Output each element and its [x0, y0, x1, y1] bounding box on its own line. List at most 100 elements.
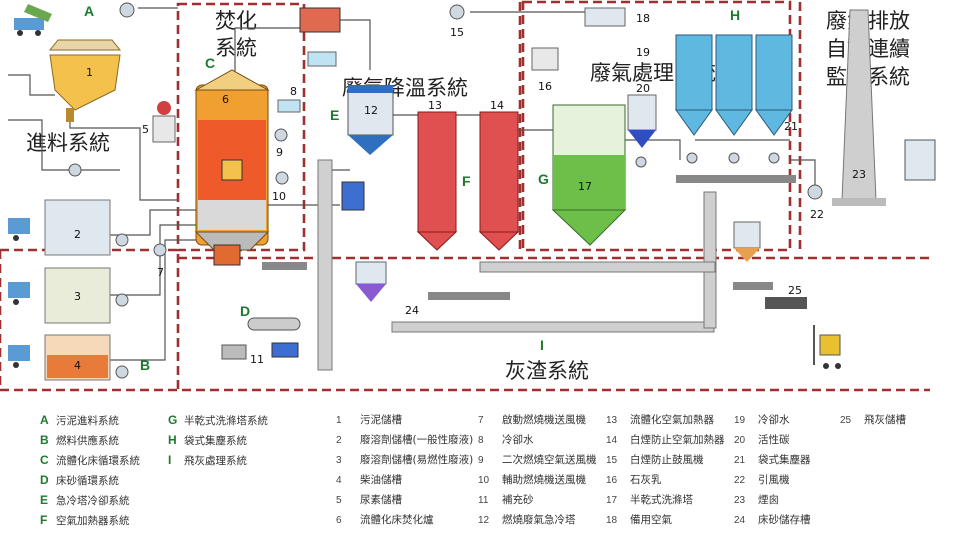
legend-label: 污泥儲槽	[360, 414, 402, 426]
num-25: 25	[788, 284, 802, 297]
section-letter-b: B	[140, 357, 150, 373]
num-18: 18	[636, 12, 650, 25]
legend-item: 23 煙囪	[734, 490, 811, 510]
section-letter-f: F	[462, 173, 471, 189]
legend-label: 補充砂	[502, 494, 534, 506]
zone-title-incineration-2: 系統	[215, 36, 257, 60]
num-12: 12	[364, 104, 378, 117]
stack-23	[832, 9, 886, 206]
legend-item: 20 活性碳	[734, 430, 811, 450]
diesel-truck-4	[8, 334, 111, 381]
legend-key: B	[40, 433, 49, 447]
legend-label: 廢溶劑儲槽(易燃性廢液)	[360, 454, 474, 466]
carbon-tank-20	[627, 94, 657, 148]
num-3: 3	[74, 290, 81, 303]
legend-key: 15	[606, 455, 618, 466]
small-tank	[307, 51, 337, 67]
num-5: 5	[142, 123, 149, 136]
section-letter-d: D	[240, 303, 250, 319]
zone-title-incineration-1: 焚化	[215, 9, 257, 33]
legend-label: 燃料供應系統	[56, 435, 119, 447]
legend-key: 20	[734, 435, 746, 446]
legend-label: 半乾式洗滌塔系統	[184, 415, 268, 427]
sand-hopper	[355, 261, 387, 302]
ash-bin	[765, 297, 807, 309]
num-19: 19	[636, 46, 650, 59]
sand-conveyor-d	[247, 317, 301, 331]
num-4: 4	[74, 359, 81, 372]
num-1: 1	[86, 66, 93, 79]
num-11: 11	[250, 353, 264, 366]
legend-item: 5 尿素儲槽	[336, 490, 473, 510]
sludge-tank-1	[48, 39, 122, 122]
legend-label: 污泥進料系統	[56, 415, 119, 427]
legend-label: 廢溶劑儲槽(一般性廢液)	[360, 434, 474, 446]
forklift-icon	[813, 325, 841, 369]
ash-conveyor-2	[428, 292, 510, 300]
legend-label: 二次燃燒空氣送風機	[502, 454, 597, 466]
legend-key: 24	[734, 515, 746, 526]
air-heater-13	[416, 111, 458, 251]
legend-label: 流體化空氣加熱器	[630, 414, 714, 426]
ash-duct	[703, 191, 717, 329]
legend-item: 2 廢溶劑儲槽(一般性廢液)	[336, 430, 473, 450]
legend-label: 冷卻水	[502, 434, 534, 446]
legend-label: 袋式集塵器	[758, 454, 811, 466]
legend-label: 引風機	[758, 474, 790, 486]
legend-key: D	[40, 473, 49, 487]
zone-title-feed: 進料系統	[26, 131, 110, 155]
num-23: 23	[852, 168, 866, 181]
legend-key: 5	[336, 495, 342, 506]
monitor-screen	[904, 139, 936, 181]
legend-item: 17 半乾式洗滌塔	[606, 490, 725, 510]
induced-fan-22	[807, 184, 823, 200]
legend-key: I	[168, 453, 172, 467]
legend-key: 25	[840, 415, 852, 426]
legend-item: 1 污泥儲槽	[336, 410, 473, 430]
legend-label: 石灰乳	[630, 474, 662, 486]
legend-key: 18	[606, 515, 618, 526]
legend-key: 19	[734, 415, 746, 426]
fuel-truck-3	[8, 267, 111, 324]
legend-label: 尿素儲槽	[360, 494, 402, 506]
ash-conveyor-3	[262, 262, 307, 270]
fly-ash-silo-25	[733, 221, 761, 262]
legend-key: 1	[336, 415, 342, 426]
legend-label: 床砂循環系統	[56, 475, 119, 487]
num-14: 14	[490, 99, 504, 112]
legend-key: 2	[336, 435, 342, 446]
process-flow-diagram: 焚化 系統 廢氣降溫系統 廢氣處理系統 廢氣排放 自動連續 監測系統 進料系統 …	[0, 0, 936, 392]
legend-key: 4	[336, 475, 342, 486]
fuel-truck-2	[8, 199, 111, 256]
legend-label: 活性碳	[758, 434, 790, 446]
cooling-water-8	[277, 99, 301, 113]
legend-label: 煙囪	[758, 494, 779, 506]
legend-key: 23	[734, 495, 746, 506]
zone-title-ash: 灰渣系統	[505, 359, 589, 383]
lime-tank-16	[531, 47, 559, 71]
legend-label: 半乾式洗滌塔	[630, 494, 693, 506]
legend-item: 22 引風機	[734, 470, 811, 490]
legend-key: 17	[606, 495, 618, 506]
scrubber-17	[551, 104, 627, 246]
legend-key: 22	[734, 475, 746, 486]
bed-sand-conveyor-24	[391, 321, 715, 333]
num-9: 9	[276, 146, 283, 159]
legend-label: 急冷塔冷卻系統	[56, 495, 130, 507]
